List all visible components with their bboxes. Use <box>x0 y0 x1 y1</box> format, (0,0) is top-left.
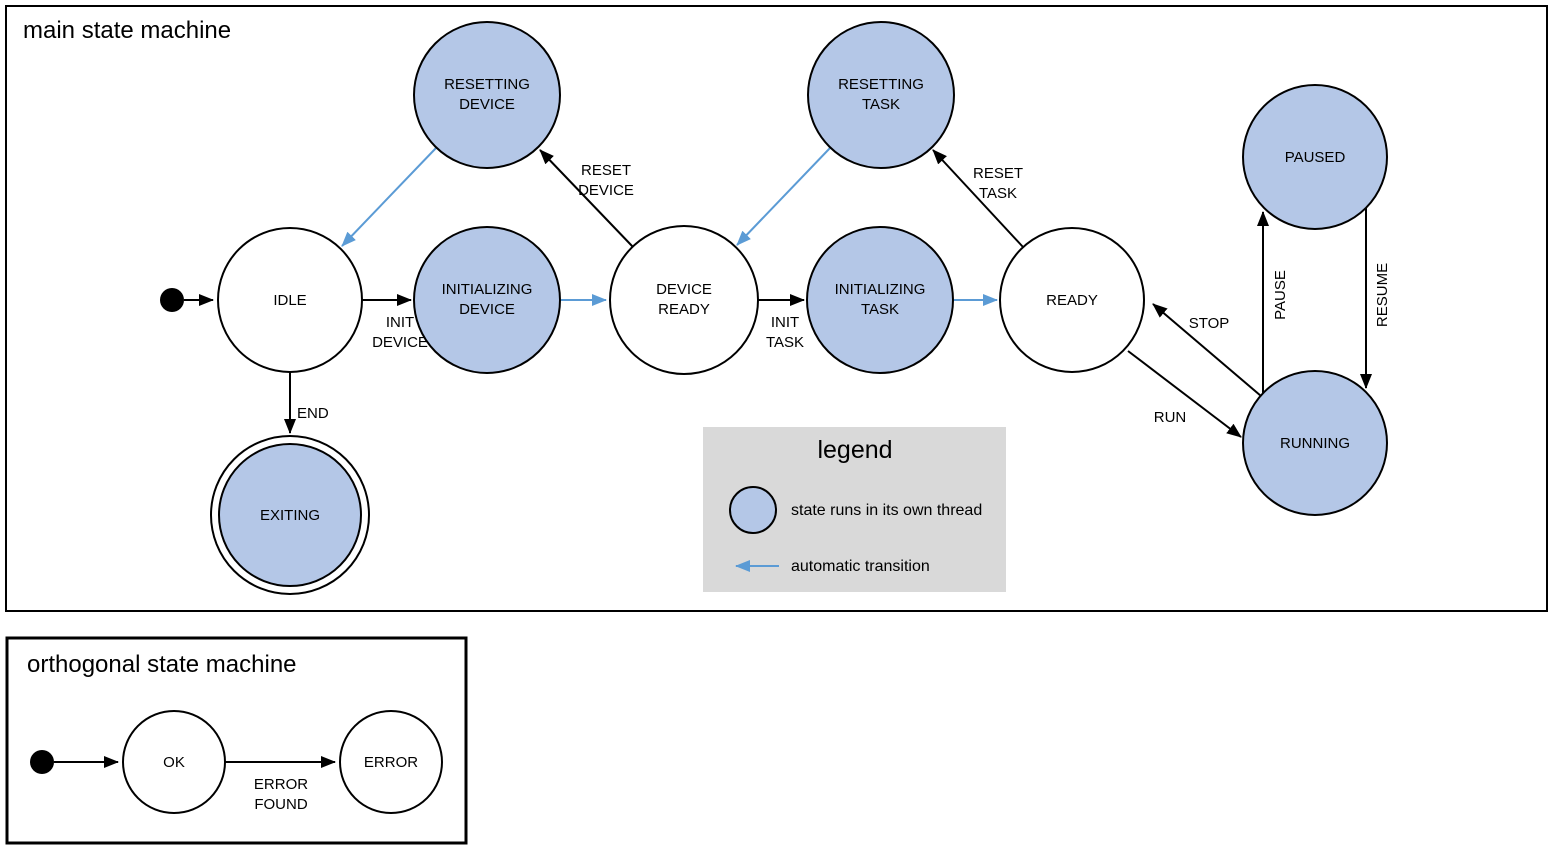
main-state-machine: main state machine INIT DEVICE RESET DEV… <box>5 5 1548 612</box>
state-resetting-device-label-line2: DEVICE <box>459 96 515 113</box>
transition-resume-label: RESUME <box>1374 263 1391 327</box>
state-device-ready-label-line1: DEVICE <box>656 281 712 298</box>
state-idle: IDLE <box>217 227 363 373</box>
state-exiting-label: EXITING <box>260 507 320 524</box>
state-initializing-task-label-line1: INITIALIZING <box>835 281 926 298</box>
legend-title: legend <box>817 436 892 464</box>
transition-reset-device-arrow <box>539 149 634 248</box>
state-idle-circle <box>217 227 363 373</box>
state-initializing-task: INITIALIZING TASK <box>806 226 954 374</box>
transition-reset-task-label-line2: TASK <box>979 185 1017 202</box>
transition-stop-label: STOP <box>1189 315 1230 332</box>
main-transitions: INIT DEVICE RESET DEVICE INIT TASK RESET… <box>184 147 1391 438</box>
main-state-machine-title: main state machine <box>23 17 231 44</box>
state-paused-label: PAUSED <box>1285 149 1346 166</box>
state-initializing-device-label-line1: INITIALIZING <box>442 281 533 298</box>
transition-init-device-label-line2: DEVICE <box>372 334 428 351</box>
state-resetting-task-label-line1: RESETTING <box>838 76 924 93</box>
state-ok: OK <box>122 710 226 814</box>
transition-auto-resetdevice-to-idle <box>341 147 437 247</box>
transition-run-label: RUN <box>1154 409 1187 426</box>
transition-init-task-label-line2: TASK <box>766 334 804 351</box>
orthogonal-initial-state-dot <box>30 750 54 774</box>
state-initializing-task-circle <box>806 226 954 374</box>
state-error: ERROR <box>339 710 443 814</box>
transition-pause-label: PAUSE <box>1272 270 1289 320</box>
transition-auto-resettask-to-deviceready <box>736 147 831 246</box>
state-device-ready-circle <box>609 225 759 375</box>
transition-reset-task-label-line1: RESET <box>973 165 1023 182</box>
state-running-circle <box>1242 370 1388 516</box>
state-running: RUNNING <box>1242 370 1388 516</box>
legend: legend state runs in its own thread auto… <box>703 427 1006 592</box>
state-ready-circle <box>999 227 1145 373</box>
legend-thread-state-icon <box>729 486 777 534</box>
transition-reset-task-arrow <box>932 149 1024 248</box>
state-resetting-device: RESETTING DEVICE <box>413 21 561 169</box>
state-running-label: RUNNING <box>1280 435 1350 452</box>
transition-reset-device-label-line2: DEVICE <box>578 182 634 199</box>
transition-run-arrow <box>1127 350 1242 438</box>
state-error-circle <box>339 710 443 814</box>
state-exiting-inner-circle <box>218 443 362 587</box>
legend-thread-state-label: state runs in its own thread <box>791 502 982 519</box>
transition-end-label: END <box>297 405 329 422</box>
legend-auto-transition-label: automatic transition <box>791 558 930 575</box>
transition-stop-arrow <box>1152 303 1262 397</box>
orthogonal-state-machine: orthogonal state machine ERROR FOUND OK … <box>5 636 468 845</box>
state-ready-label: READY <box>1046 292 1098 309</box>
state-paused: PAUSED <box>1242 84 1388 230</box>
state-initializing-device: INITIALIZING DEVICE <box>413 226 561 374</box>
transition-error-found-label-line2: FOUND <box>254 796 307 813</box>
orthogonal-state-machine-title: orthogonal state machine <box>27 651 297 678</box>
state-initializing-device-circle <box>413 226 561 374</box>
transition-init-device-label-line1: INIT <box>386 314 414 331</box>
state-resetting-task-label-line2: TASK <box>862 96 900 113</box>
state-error-label: ERROR <box>364 754 418 771</box>
state-ready: READY <box>999 227 1145 373</box>
state-idle-label: IDLE <box>273 292 306 309</box>
state-ok-circle <box>122 710 226 814</box>
state-resetting-task: RESETTING TASK <box>807 21 955 169</box>
state-ok-label: OK <box>163 754 185 771</box>
state-paused-circle <box>1242 84 1388 230</box>
transition-init-task-label-line1: INIT <box>771 314 799 331</box>
state-resetting-device-label-line1: RESETTING <box>444 76 530 93</box>
state-resetting-task-circle <box>807 21 955 169</box>
transition-error-found-label-line1: ERROR <box>254 776 308 793</box>
transition-reset-device-label-line1: RESET <box>581 162 631 179</box>
initial-state-dot <box>160 288 184 312</box>
state-initializing-task-label-line2: TASK <box>861 301 899 318</box>
state-exiting: EXITING <box>210 435 370 595</box>
state-device-ready: DEVICE READY <box>609 225 759 375</box>
state-resetting-device-circle <box>413 21 561 169</box>
state-device-ready-label-line2: READY <box>658 301 710 318</box>
state-initializing-device-label-line2: DEVICE <box>459 301 515 318</box>
